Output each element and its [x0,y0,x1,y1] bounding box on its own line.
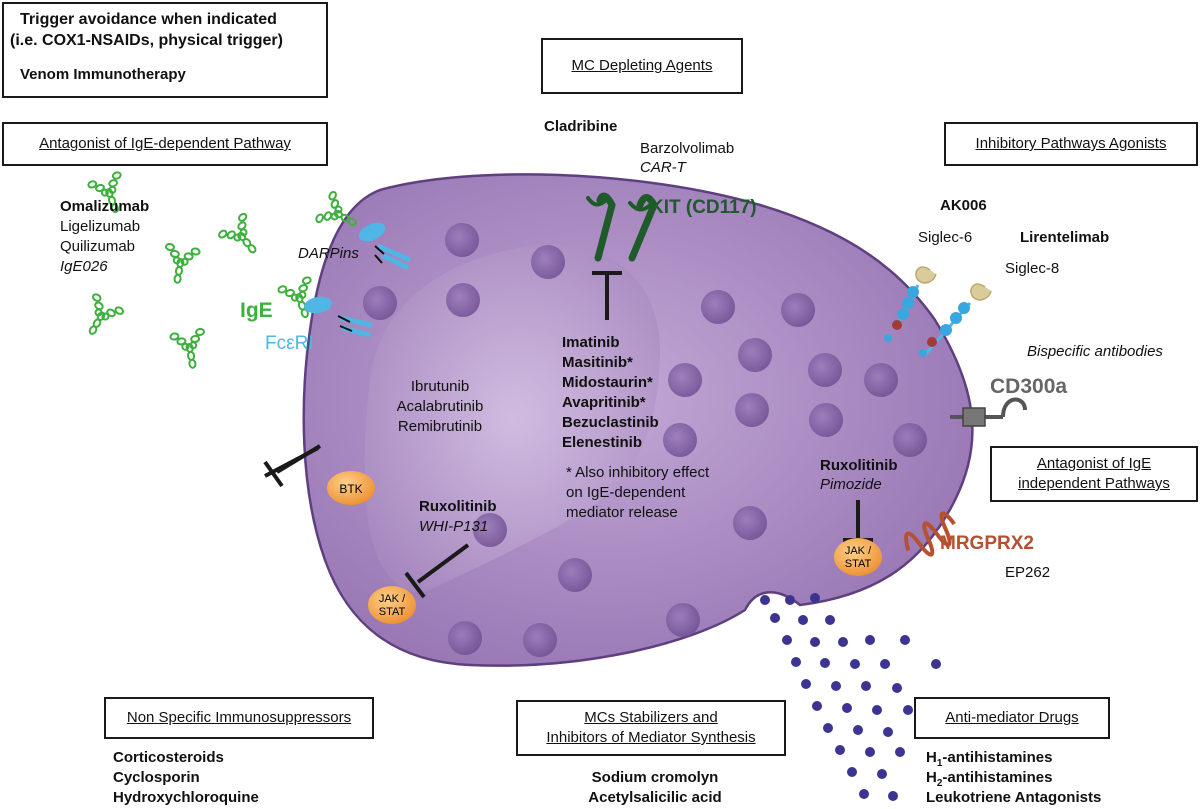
released-mediator-granules [760,593,941,801]
stabilizers-box [516,700,786,756]
h1-antihistamines: H1-antihistamines [926,748,1052,774]
siglec-8-receptor [919,283,992,357]
whi-p131: WHI-P131 [419,518,489,535]
car-t: CAR-T [640,159,686,176]
ligelizumab: Ligelizumab [60,218,141,235]
anti-mediator-box [914,697,1110,739]
kit-inhibition-arrow [592,271,622,320]
trigger-line-2: (i.e. COX1-NSAIDs, physical trigger) [10,32,283,49]
h2-prefix: H [926,769,937,786]
stabilizers-header-2: Inhibitors of Mediator Synthesis [546,729,756,746]
h2-sub: 2 [936,778,943,789]
immunosuppressors-box [104,697,374,739]
acalabrutinib: Acalabrutinib [396,398,484,415]
ige-independent-header-2: independent Pathways [1018,475,1170,492]
hydroxychloroquine: Hydroxychloroquine [113,789,259,806]
h2-antihistamines: H2-antihistamines [926,768,1052,794]
ige-label: IgE [240,299,273,322]
stabilizers-header-1: MCs Stabilizers and [584,709,718,726]
lirentelimab: Lirentelimab [1020,229,1110,246]
venom-immunotherapy: Venom Immunotherapy [20,66,186,83]
cd300a-receptor [950,397,1027,427]
ibrutunib: Ibrutunib [410,378,470,395]
omalizumab: Omalizumab [60,198,150,215]
corticosteroids: Corticosteroids [113,749,224,766]
kit-receptor [586,192,658,262]
immunosuppressors-header: Non Specific Immunosuppressors [126,709,352,726]
avapritinib: Avapritinib* [562,394,646,411]
barzolvolimab: Barzolvolimab [640,140,735,157]
h2-suffix: -antihistamines [942,769,1053,786]
ige-dependent-header: Antagonist of IgE-dependent Pathway [39,135,291,152]
mrgprx2-label: MRGPRX2 [940,533,1034,554]
imatinib: Imatinib [562,334,620,351]
ruxolitinib-right: Ruxolitinib [820,457,898,474]
siglec-6-receptor [884,266,937,342]
ep262: EP262 [1005,564,1051,581]
remibrutinib: Remibrutinib [397,418,483,435]
sodium-cromolyn: Sodium cromolyn [591,769,719,786]
quilizumab: Quilizumab [60,238,136,255]
ige-independent-box [990,446,1198,502]
darpins-label: DARPins [298,245,359,262]
h1-prefix: H [926,749,937,766]
inhibitory-box [944,122,1198,166]
jak-stat-right-node [834,538,882,576]
h1-sub: 1 [936,758,943,769]
jak-left-label-2: STAT [379,606,406,618]
btk-node [327,471,375,505]
jak-stat-left-node [368,586,416,624]
jak-left-inhibition [404,543,470,599]
nucleus [364,244,660,592]
footnote-line-1: * Also inhibitory effect [566,464,710,481]
jak-right-label-1: JAK / [845,545,872,557]
depleting-box [541,38,743,94]
acetylsalicilic-acid: Acetylsalicilic acid [588,789,722,806]
ruxolitinib-left: Ruxolitinib [419,498,497,515]
btk-node-label: BTK [339,482,362,496]
siglec-8-label: Siglec-8 [1005,260,1060,277]
cladribine: Cladribine [544,118,618,135]
pimozide: Pimozide [820,476,882,493]
midostaurin: Midostaurin* [562,374,653,391]
fceri-receptor-lower [304,296,373,338]
masitinib: Masitinib* [562,354,633,371]
ige-independent-header-1: Antagonist of IgE [1036,455,1152,472]
trigger-line-1: Trigger avoidance when indicated [20,11,277,28]
jak-right-label-2: STAT [845,558,872,570]
anti-mediator-header: Anti-mediator Drugs [945,709,1079,726]
inhibitory-header: Inhibitory Pathways Agonists [975,135,1167,152]
ige026: IgE026 [60,258,108,275]
btk-inhibition [263,444,322,488]
ak006: AK006 [940,197,987,214]
ige-dependent-box [2,122,328,166]
h1-suffix: -antihistamines [942,749,1053,766]
bezuclastinib: Bezuclastinib [562,414,659,431]
footnote-line-2: on IgE-dependent [566,484,686,501]
cytoplasmic-granules [363,223,927,657]
depleting-header: MC Depleting Agents [571,57,713,74]
fceri-label: FcεRI [265,333,314,354]
cyclosporin: Cyclosporin [113,769,200,786]
cd300a-label: CD300a [990,375,1068,398]
kit-label: KIT (CD117) [650,197,757,218]
jak-left-label-1: JAK / [379,593,406,605]
elenestinib: Elenestinib [562,434,643,451]
leukotriene-antagonists: Leukotriene Antagonists [926,789,1102,806]
mrgprx2-receptor [904,511,956,557]
bispecific-antibodies: Bispecific antibodies [1027,343,1163,360]
trigger-avoidance-box [2,2,328,98]
fceri-receptor-upper [358,222,412,271]
siglec-6-label: Siglec-6 [918,229,973,246]
footnote-line-3: mediator release [566,504,678,521]
